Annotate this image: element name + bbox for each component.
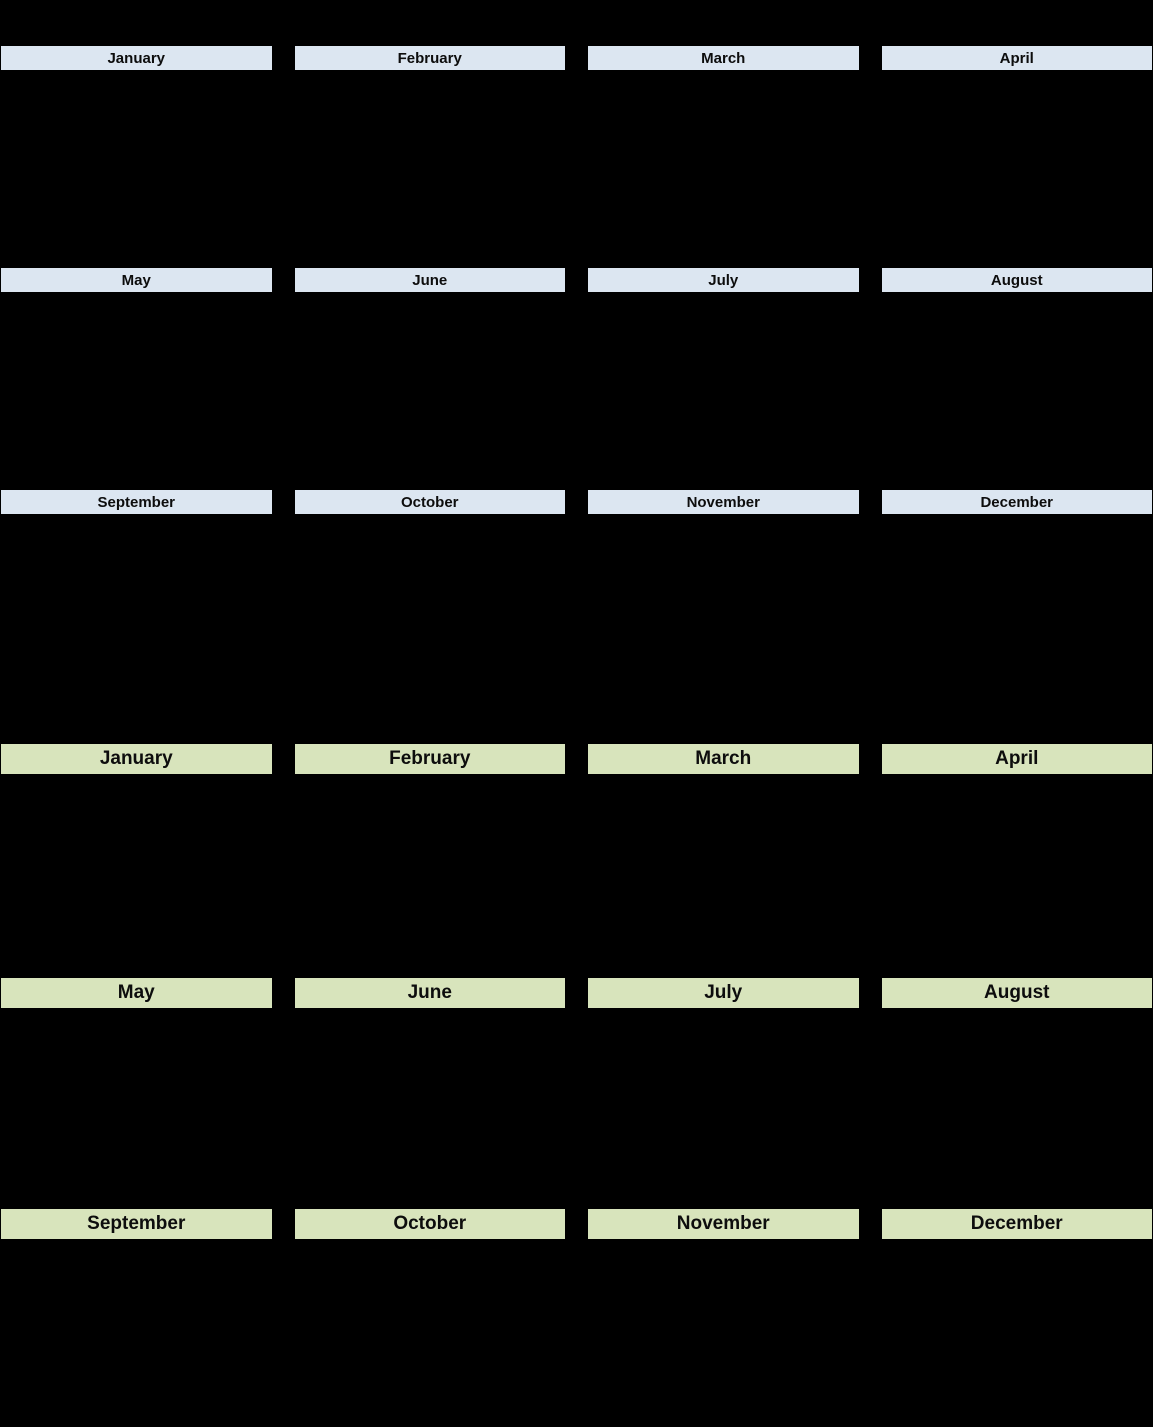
top-month-header-february: February bbox=[293, 45, 566, 71]
top-month-header-january: January bbox=[0, 45, 273, 71]
bottom-month-header-june: June bbox=[293, 977, 566, 1009]
bottom-month-header-december: December bbox=[880, 1208, 1153, 1240]
top-month-header-september: September bbox=[0, 489, 273, 515]
top-month-header-june: June bbox=[293, 267, 566, 293]
bottom-month-header-july: July bbox=[587, 977, 860, 1009]
bottom-month-header-february: February bbox=[293, 743, 566, 775]
top-month-header-april: April bbox=[880, 45, 1153, 71]
top-month-row-may-aug: May June July August bbox=[0, 267, 1153, 293]
bottom-month-header-may: May bbox=[0, 977, 273, 1009]
bottom-month-header-october: October bbox=[293, 1208, 566, 1240]
bottom-month-header-march: March bbox=[587, 743, 860, 775]
bottom-month-header-august: August bbox=[880, 977, 1153, 1009]
top-month-row-sep-dec: September October November December bbox=[0, 489, 1153, 515]
bottom-month-header-january: January bbox=[0, 743, 273, 775]
top-month-header-march: March bbox=[587, 45, 860, 71]
bottom-month-row-jan-apr: January February March April bbox=[0, 743, 1153, 775]
top-month-header-may: May bbox=[0, 267, 273, 293]
bottom-month-row-sep-dec: September October November December bbox=[0, 1208, 1153, 1240]
top-month-header-august: August bbox=[880, 267, 1153, 293]
top-month-header-december: December bbox=[880, 489, 1153, 515]
bottom-month-header-november: November bbox=[587, 1208, 860, 1240]
bottom-month-header-april: April bbox=[880, 743, 1153, 775]
top-month-header-november: November bbox=[587, 489, 860, 515]
top-month-header-october: October bbox=[293, 489, 566, 515]
top-month-row-jan-apr: January February March April bbox=[0, 45, 1153, 71]
bottom-month-header-september: September bbox=[0, 1208, 273, 1240]
bottom-month-row-may-aug: May June July August bbox=[0, 977, 1153, 1009]
top-month-header-july: July bbox=[587, 267, 860, 293]
